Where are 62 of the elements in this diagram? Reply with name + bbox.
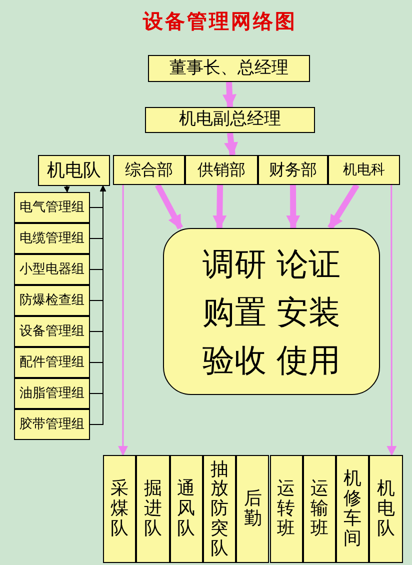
node-label: 运输班 [310, 479, 328, 539]
node-label: 验收 使用 [202, 340, 341, 380]
node-label: 财务部 [269, 159, 317, 181]
arrow [64, 186, 70, 193]
department-box [185, 155, 258, 185]
node-label: 供销部 [198, 159, 246, 181]
unit-column [270, 455, 303, 563]
node-label: 机电副总经理 [179, 108, 281, 132]
node-label: 掘进队 [144, 479, 162, 539]
department-box [258, 155, 328, 185]
node-label: 通风队 [177, 479, 196, 539]
unit-column [236, 455, 270, 563]
node-label: 设备管理组 [20, 322, 84, 341]
node-label: 董事长、总经理 [170, 56, 288, 80]
node-label: 机电队 [47, 159, 101, 183]
node-label: 调研 论证 [202, 244, 341, 284]
node-label: 抽放防突队 [210, 460, 229, 558]
node-label: 机电队 [377, 479, 396, 539]
arrow [328, 183, 360, 230]
arrow [222, 82, 236, 108]
team-box [38, 155, 110, 186]
node-label: 机修车间 [344, 469, 362, 549]
unit-column [336, 455, 370, 563]
arrow [212, 184, 227, 230]
role-box [148, 55, 310, 82]
node-label: 油脂管理组 [20, 384, 84, 403]
arrow [154, 184, 184, 230]
node-label: 综合部 [125, 159, 173, 181]
department-box [113, 155, 185, 185]
arrow [286, 184, 300, 230]
role-box [145, 107, 315, 133]
node-label: 小型电器组 [20, 260, 84, 279]
task-panel [163, 228, 380, 395]
unit-column [369, 455, 403, 563]
diagram-title: 设备管理网络图 [142, 8, 298, 35]
unit-column [302, 455, 336, 563]
node-label: 后勤 [244, 489, 262, 529]
node-label: 防爆检查组 [20, 292, 84, 310]
unit-column [136, 455, 170, 563]
arrow [224, 132, 238, 156]
group-box [14, 254, 90, 285]
node-label: 配件管理组 [20, 354, 84, 372]
unit-column [170, 455, 203, 563]
group-box [14, 285, 90, 316]
node-label: 电气管理组 [20, 198, 84, 217]
node-label: 采煤队 [110, 479, 129, 539]
unit-column [202, 455, 236, 563]
department-box [328, 155, 400, 185]
group-box [14, 316, 90, 347]
node-label: 运转班 [277, 479, 296, 539]
group-box [14, 409, 90, 440]
node-label: 机电科 [343, 160, 385, 180]
group-box [14, 347, 90, 378]
node-label: 购置 安装 [202, 292, 341, 332]
group-box [14, 192, 90, 223]
group-box [14, 378, 90, 409]
group-box [14, 223, 90, 254]
node-label: 电缆管理组 [20, 230, 84, 248]
arrow [386, 185, 397, 456]
unit-column [103, 455, 136, 563]
node-label: 胶带管理组 [20, 416, 84, 434]
arrow [118, 185, 128, 456]
